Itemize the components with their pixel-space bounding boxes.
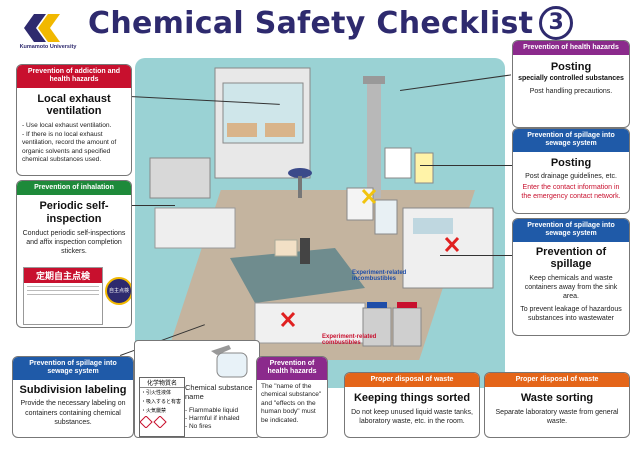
- card-title: Posting: [550, 61, 592, 74]
- lab-scene-drawing: [149, 67, 494, 347]
- card-title: Subdivision labeling: [19, 383, 127, 396]
- label-card-title: 化学物質名: [140, 378, 184, 388]
- card-posting-sewage: Prevention of spillage into sewage syste…: [512, 128, 630, 214]
- combustibles-label: Experiment-related combustibles: [322, 334, 377, 346]
- hazard-item: - Harmful if inhaled: [185, 415, 240, 423]
- title-text: Chemical Safety Checklist: [88, 6, 534, 41]
- card-prevention-spillage: Prevention of spillage into sewage syste…: [512, 218, 630, 336]
- card-waste-sorting: Proper disposal of waste Waste sorting S…: [484, 372, 630, 438]
- university-logo: Kumamoto University: [12, 12, 82, 52]
- card-body-secondary: To prevent leakage of hazardous substanc…: [520, 306, 622, 323]
- card-title: Local exhaust ventilation: [37, 92, 111, 118]
- card-header: Prevention of addiction and health hazar…: [17, 65, 131, 88]
- logo-mark-icon: [24, 14, 60, 42]
- card-posting-controlled: Prevention of health hazards Posting spe…: [512, 40, 630, 128]
- leader-line: [420, 165, 515, 166]
- card-header: Prevention of health hazards: [513, 41, 629, 56]
- bullet-item: - If there is no local exhaust ventilati…: [22, 130, 117, 164]
- card-header: Proper disposal of waste: [345, 373, 479, 388]
- card-header: Prevention of spillage into sewage syste…: [13, 357, 133, 380]
- card-title: Prevention of spillage: [535, 245, 607, 271]
- logo-university-name: Kumamoto University: [19, 44, 77, 50]
- card-health-hazards-label: Prevention of health hazards The "name o…: [256, 356, 328, 438]
- card-note: Enter the contact information in the eme…: [521, 183, 621, 200]
- incombustibles-label: Experiment-related incombustibles: [352, 270, 407, 282]
- card-header: Prevention of inhalation: [17, 181, 131, 196]
- card-body: Post handling precautions.: [529, 88, 613, 96]
- card-header: Prevention of spillage into sewage syste…: [513, 129, 629, 152]
- title-number: 3: [539, 6, 574, 40]
- card-body: Do not keep unused liquid waste tanks, l…: [351, 409, 473, 426]
- card-header: Proper disposal of waste: [485, 373, 629, 388]
- card-body: The "name of the chemical substance" and…: [261, 382, 322, 425]
- card-body: Separate laboratory waste from general w…: [495, 409, 619, 426]
- inspection-sticker: 定期自主点検: [23, 267, 103, 325]
- card-body: Keep chemicals and waste containers away…: [524, 275, 618, 301]
- hazard-pictogram-icon: [139, 415, 167, 429]
- card-keeping-sorted: Proper disposal of waste Keeping things …: [344, 372, 480, 438]
- card-header: Prevention of health hazards: [257, 357, 327, 380]
- card-title: Periodic self-inspection: [39, 200, 109, 226]
- card-body: Post drainage guidelines, etc.: [525, 173, 617, 181]
- card-subdivision-labeling: Prevention of spillage into sewage syste…: [12, 356, 134, 438]
- bullet-item: - Use local exhaust ventilation.: [22, 122, 112, 130]
- leader-line: [440, 255, 520, 256]
- wash-bottle-icon: [211, 345, 248, 378]
- card-header: Prevention of spillage into sewage syste…: [513, 219, 629, 242]
- card-subtitle: specially controlled substances: [518, 75, 624, 83]
- card-self-inspection: Prevention of inhalation Periodic self-i…: [16, 180, 132, 328]
- label-line: ・引火性液体: [141, 390, 172, 396]
- card-title: Posting: [550, 156, 592, 169]
- chemical-label-sample: 化学物質名 ・引火性液体 ・吸入すると有害 ・火気厳禁 Chemical sub…: [134, 340, 260, 438]
- card-title: Keeping things sorted: [353, 392, 471, 405]
- card-body: Provide the necessary labeling on contai…: [20, 400, 126, 426]
- hazard-item: - Flammable liquid: [185, 407, 239, 414]
- leader-line: [130, 205, 175, 206]
- label-line: ・吸入すると有害: [141, 399, 182, 405]
- hazard-item: - No fires: [185, 423, 212, 431]
- sticker-title: 定期自主点検: [24, 268, 102, 283]
- card-local-exhaust: Prevention of addiction and health hazar…: [16, 64, 132, 176]
- card-body: Conduct periodic self-inspections and af…: [22, 229, 126, 255]
- card-title: Waste sorting: [520, 392, 594, 405]
- inspection-badge: 自主点検済: [105, 277, 131, 318]
- label-line: ・火気厳禁: [141, 408, 167, 414]
- label-card: 化学物質名 ・引火性液体 ・吸入すると有害 ・火気厳禁: [139, 377, 185, 437]
- card-body: - Use local exhaust ventilation. - If th…: [17, 122, 131, 165]
- chemical-name-label: Chemical substance name: [185, 383, 253, 401]
- hazard-list: - Flammable liquid - Harmful if inhaled …: [185, 407, 257, 431]
